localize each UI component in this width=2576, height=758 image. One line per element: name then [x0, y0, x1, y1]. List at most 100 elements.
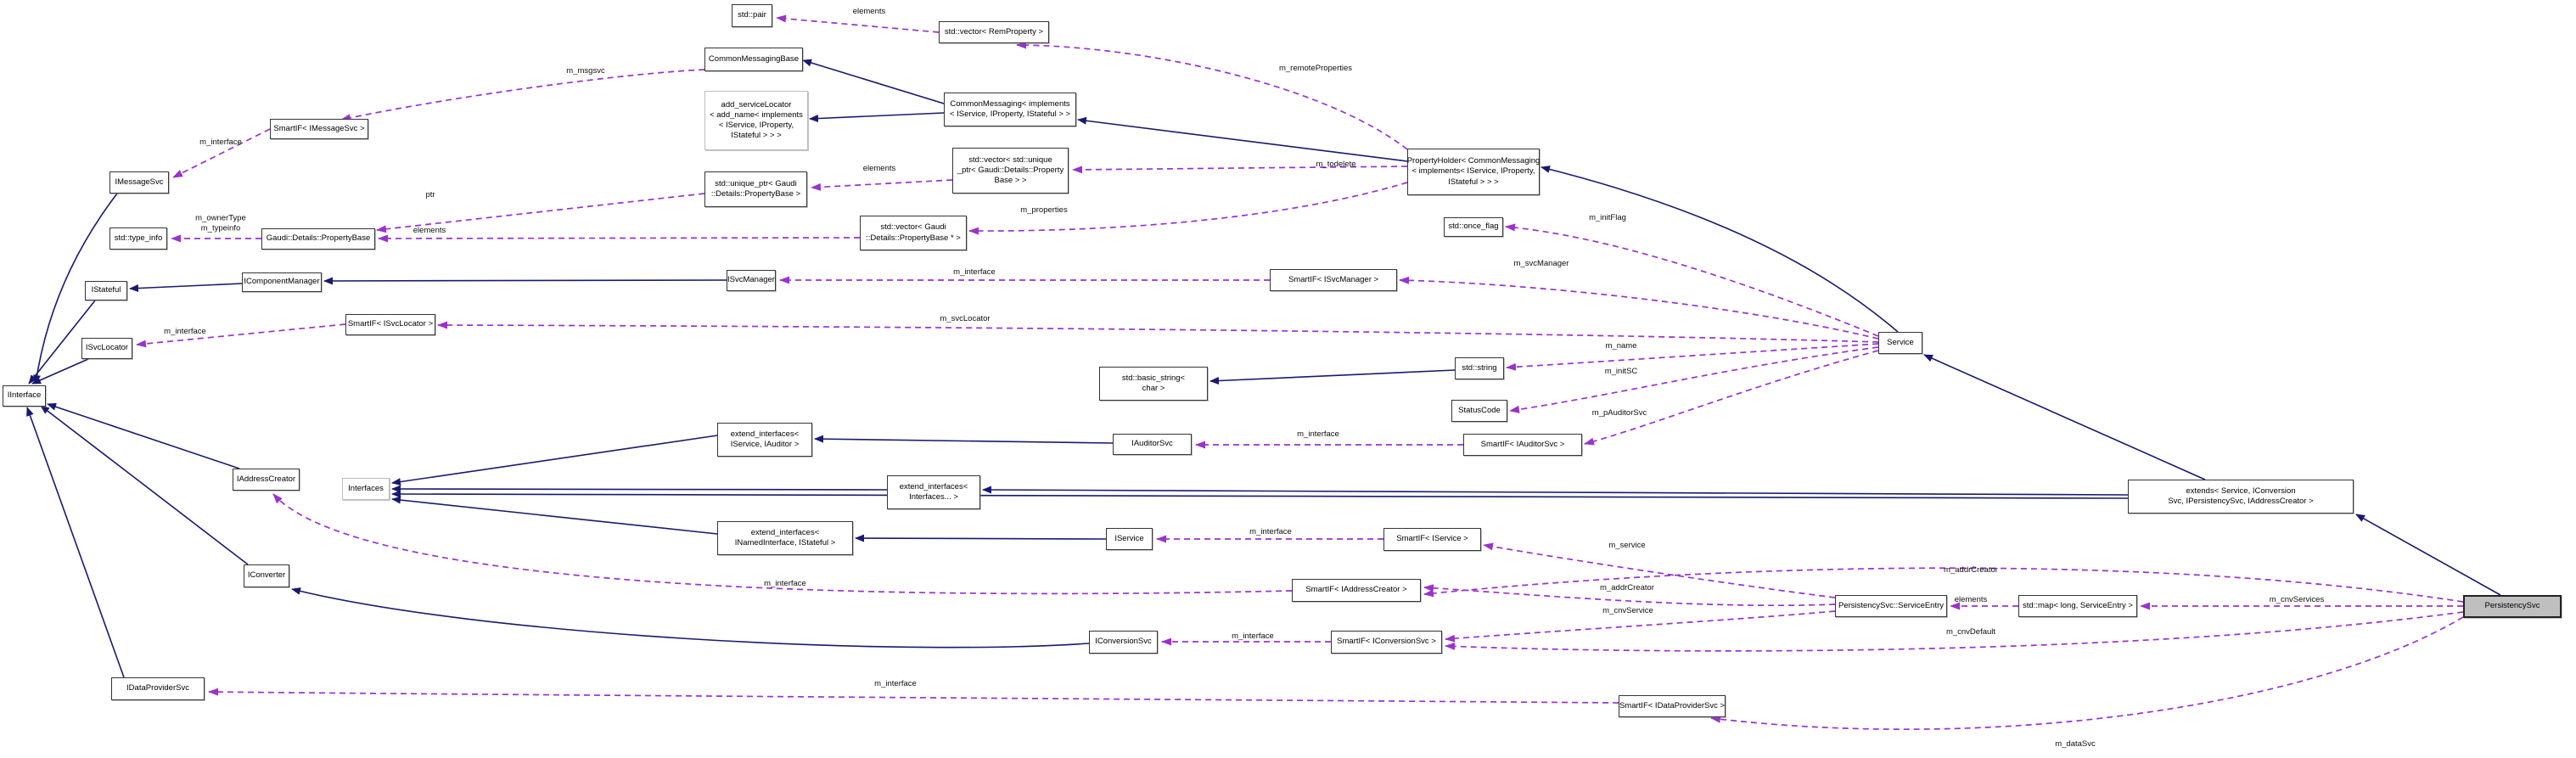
node-property_holder[interactable]: PropertyHolder< CommonMessaging< impleme…	[1407, 149, 1540, 195]
node-common_messaging[interactable]: CommonMessaging< implements< IService, I…	[944, 93, 1076, 126]
node-label-line: extend_interfaces<	[899, 481, 968, 491]
node-smartif_idataprovidersvc[interactable]: SmartIF< IDataProviderSvc >	[1619, 695, 1726, 717]
edge-label-use-service-stdstring: m_name	[1605, 340, 1637, 351]
edge-label-use-serviceentry-smartifiservice: m_service	[1608, 540, 1646, 550]
edge-use-service-stdstring	[1506, 343, 1879, 371]
node-extend_interfaces_iservice_iauditor[interactable]: extend_interfaces<IService, IAuditor >	[717, 423, 812, 457]
node-smartif_isvclocator[interactable]: SmartIF< ISvcLocator >	[345, 314, 435, 335]
node-smartif_imessagesvc[interactable]: SmartIF< IMessageSvc >	[270, 119, 368, 139]
node-label-line: IStateful > > >	[1448, 177, 1499, 187]
node-label-line: IStateful > > >	[731, 131, 782, 141]
edge-use-service-onceflag	[1505, 223, 1879, 337]
node-std_map_long_serviceentry[interactable]: std::map< long, ServiceEntry >	[2018, 595, 2137, 617]
node-gaudi_details_propertybase[interactable]: Gaudi::Details::PropertyBase	[261, 228, 375, 250]
node-label-line: Interfaces... >	[909, 492, 958, 502]
edge-inh-propertyholder-to-commonmessaging	[1077, 116, 1408, 162]
edge-use-service-smartifiauditorsvc	[1584, 350, 1879, 446]
edge-use-smartifidataprovidersvc-idataprovidersvc	[208, 688, 1619, 704]
node-interfaces[interactable]: Interfaces	[342, 478, 390, 500]
node-iconverter[interactable]: IConverter	[244, 564, 289, 587]
edge-inh-service-to-propertyholder	[1541, 166, 1899, 333]
node-common_messaging_base[interactable]: CommonMessagingBase	[704, 48, 803, 71]
node-iservice[interactable]: IService	[1106, 528, 1153, 550]
node-smartif_iservice[interactable]: SmartIF< IService >	[1383, 528, 1481, 551]
node-statuscode[interactable]: StatusCode	[1451, 400, 1507, 422]
edge-use-vector-remproperty-pair	[776, 14, 940, 33]
node-smartif_iauditorsvc[interactable]: SmartIF< IAuditorSvc >	[1463, 434, 1582, 456]
edge-inh-iauditorsvc-to-extendinterfaces	[814, 435, 1114, 444]
node-std_basic_string_char[interactable]: std::basic_string<char >	[1099, 367, 1208, 401]
node-isvcmanager[interactable]: ISvcManager	[727, 270, 776, 291]
node-label-line: char >	[1142, 384, 1165, 393]
node-label-line: ISvcLocator	[85, 343, 129, 353]
node-label-line: IAddressCreator	[236, 474, 296, 484]
node-std_once_flag[interactable]: std::once_flag	[1444, 217, 1503, 237]
node-extend_interfaces_interfaces[interactable]: extend_interfaces<Interfaces... >	[887, 475, 980, 509]
edge-inh-isvcmanager-to-icomponentmanager	[323, 277, 727, 285]
node-label-line: PropertyHolder< CommonMessaging	[1406, 156, 1541, 166]
edge-label-use-vectoruniqueptr-uniqueptr: elements	[862, 163, 896, 173]
node-iauditorsvc[interactable]: IAuditorSvc	[1113, 434, 1192, 455]
edge-inh-idataprovidersvc-to-iinterface	[26, 407, 125, 678]
edge-inh-iservice-to-extendifinamed	[855, 534, 1107, 542]
node-label-line: std::basic_string<	[1121, 373, 1186, 383]
edge-label-use-persistencysvc-smartifidataprovidersvc: m_dataSvc	[2055, 738, 2096, 749]
node-label-line: Gaudi::Details::PropertyBase	[266, 233, 371, 244]
edge-use-serviceentry-smartifiservice	[1483, 542, 1836, 598]
edge-label-use-propertyholder-vectoruniqueptr: m_todelete	[1316, 159, 1356, 169]
edge-inh-commonmessaging-to-base	[802, 59, 945, 104]
node-std_vector_unique_ptr_propertybase[interactable]: std::vector< std::unique_ptr< Gaudi::Det…	[952, 148, 1069, 194]
node-istateful[interactable]: IStateful	[85, 281, 127, 300]
node-iinterface[interactable]: IInterface	[3, 385, 46, 407]
node-label-line: SmartIF< IAuditorSvc >	[1480, 439, 1565, 449]
node-extend_interfaces_inamedinterface_istateful[interactable]: extend_interfaces<INamedInterface, IStat…	[717, 521, 853, 555]
edge-use-propertyholder-vectorremproperty	[1016, 41, 1408, 150]
edge-use-persistencysvc-smartifidataprovidersvc	[1710, 616, 2464, 731]
node-label-line: std::vector< Gaudi	[880, 222, 946, 233]
edge-use-commonmessagingbase-smartifimessagesvc	[340, 69, 705, 122]
node-label-line: SmartIF< IService >	[1396, 534, 1468, 544]
node-label-line: INamedInterface, IStateful >	[734, 538, 836, 547]
node-std_string[interactable]: std::string	[1455, 357, 1504, 379]
node-service[interactable]: Service	[1878, 332, 1922, 354]
node-label-line: std::map< long, ServiceEntry >	[2023, 600, 2133, 610]
node-iaddresscreator[interactable]: IAddressCreator	[233, 469, 300, 491]
edge-inh-commonmessaging-to-addservicelocator	[809, 112, 945, 123]
edge-inh-iconversionsvc-to-iconverter	[291, 587, 1090, 649]
node-label-line: std::vector< std::unique	[968, 154, 1052, 165]
node-std_vector_remproperty[interactable]: std::vector< RemProperty >	[939, 21, 1049, 43]
node-std_type_info[interactable]: std::type_info	[109, 227, 167, 250]
edge-label-use-stdmap-serviceentry: elements	[1954, 594, 1988, 604]
node-label-line: IInterface	[7, 390, 42, 401]
node-persistencysvc_serviceentry[interactable]: PersistencySvc::ServiceEntry	[1835, 595, 1947, 617]
node-idataprovidersvc[interactable]: IDataProviderSvc	[111, 677, 205, 700]
node-label-line: extend_interfaces<	[730, 429, 800, 439]
node-label-line: PersistencySvc::ServiceEntry	[1838, 600, 1945, 610]
node-label-line: Service	[1887, 337, 1914, 347]
node-smartif_iconversionsvc[interactable]: SmartIF< IConversionSvc >	[1331, 631, 1442, 654]
node-add_servicelocator[interactable]: add_serviceLocator< add_name< implements…	[704, 91, 808, 150]
edge-use-uniqueptr-propertybase	[376, 193, 705, 233]
node-smartif_isvcmanager[interactable]: SmartIF< ISvcManager >	[1270, 269, 1397, 291]
node-label-line: SmartIF< IMessageSvc >	[273, 123, 365, 133]
node-smartif_iaddresscreator[interactable]: SmartIF< IAddressCreator >	[1292, 579, 1421, 602]
node-persistencysvc[interactable]: PersistencySvc	[2463, 595, 2562, 618]
node-label-line: IMessageSvc	[115, 177, 164, 187]
node-std_vector_propertybase_ptr[interactable]: std::vector< Gaudi::Details::PropertyBas…	[860, 216, 967, 250]
node-label-line: SmartIF< ISvcManager >	[1288, 274, 1379, 284]
edge-inh-persistencysvc-to-extends	[2355, 514, 2501, 596]
edge-use-propertyholder-vectorpropertybaseptr	[968, 182, 1408, 235]
node-iconversionsvc[interactable]: IConversionSvc	[1089, 631, 1158, 654]
edge-label-use-persistencysvc-smartificonversionsvc: m_cnvDefault	[1945, 626, 1996, 637]
edge-inh-extends-to-extendifinterfaces	[982, 486, 2129, 496]
node-icomponentmanager[interactable]: IComponentManager	[242, 272, 322, 292]
node-imessagesvc[interactable]: IMessageSvc	[109, 171, 169, 194]
node-std_pair[interactable]: std::pair	[732, 4, 772, 27]
node-std_unique_ptr_propertybase[interactable]: std::unique_ptr< Gaudi::Details::Propert…	[704, 171, 807, 207]
node-isvclocator[interactable]: ISvcLocator	[81, 338, 132, 359]
edge-label-use-persistencysvc-stdmap: m_cnvServices	[2269, 594, 2325, 604]
node-label-line: SmartIF< ISvcLocator >	[347, 319, 434, 329]
